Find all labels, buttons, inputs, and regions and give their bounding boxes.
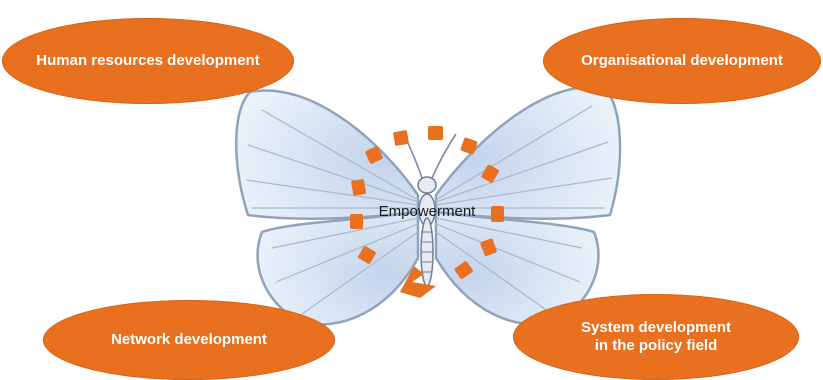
node-network-development: Network development: [43, 300, 335, 380]
right-antenna: [431, 133, 457, 179]
circular-arrow-icon: [350, 126, 504, 298]
left-lower-wing: [256, 210, 420, 326]
node-label-block: System development in the policy field: [581, 319, 731, 355]
node-label-line-2: in the policy field: [594, 337, 718, 354]
left-upper-wing: [235, 89, 420, 220]
center-label-empowerment: Empowerment: [378, 203, 476, 220]
node-label: Human resources development: [36, 52, 260, 69]
wing-veins: [245, 105, 613, 315]
node-organisational-development: Organisational development: [543, 18, 821, 104]
node-label-line-1: System development: [580, 319, 732, 336]
node-system-development: System development in the policy field: [513, 294, 799, 380]
node-human-resources-development: Human resources development: [2, 18, 294, 104]
right-upper-wing: [434, 85, 622, 220]
butterfly-head: [417, 176, 437, 194]
node-label: Network development: [111, 331, 267, 348]
node-label: Organisational development: [581, 52, 783, 69]
